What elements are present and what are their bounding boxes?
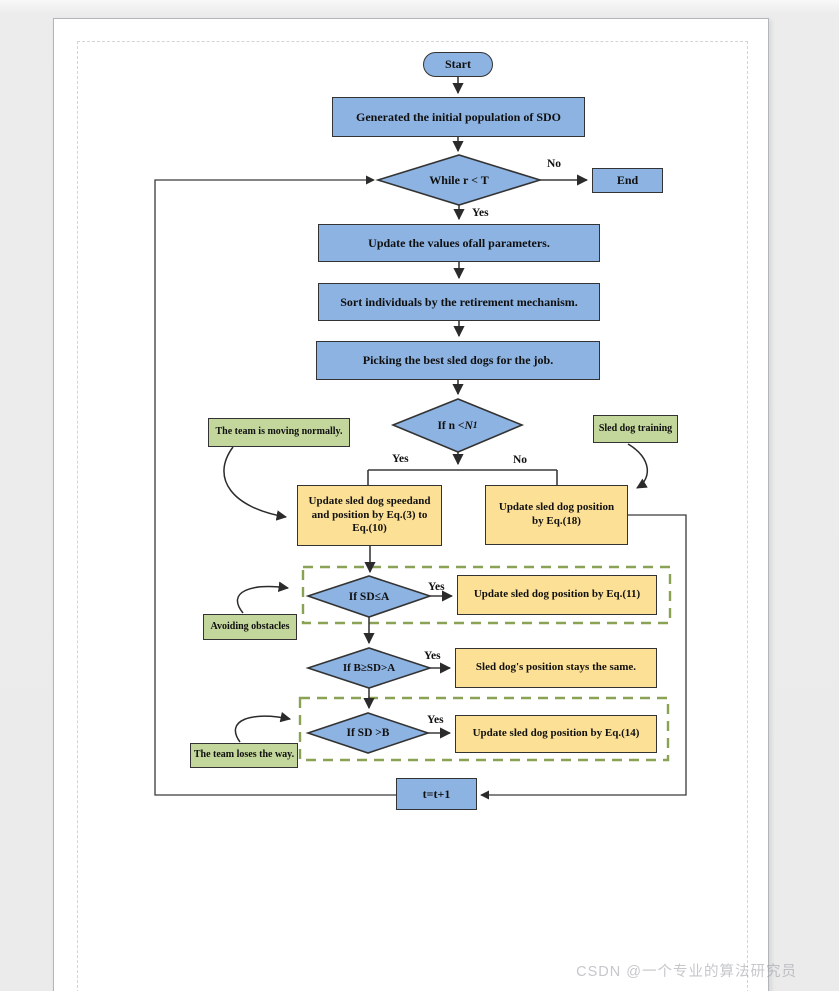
sort-individuals-node: Sort individuals by the retirement mecha… <box>318 283 600 321</box>
update-eq14-node: Update sled dog position by Eq.(14) <box>455 715 657 753</box>
ifn-subscript: 1 <box>472 420 478 431</box>
start-node: Start <box>423 52 493 77</box>
branch-yes-sda: Yes <box>428 581 445 593</box>
sda-diamond-shape <box>305 575 433 618</box>
while-diamond-shape <box>375 154 543 206</box>
increment-t-node: t=t+1 <box>396 778 477 810</box>
update-eq18-node: Update sled dog position by Eq.(18) <box>485 485 628 545</box>
sda-condition-label: If SD≤A <box>348 590 390 603</box>
csdn-watermark: CSDN @一个专业的算法研究员 <box>576 964 797 980</box>
branch-yes-sdba: Yes <box>424 650 441 662</box>
branch-no-ifn: No <box>513 454 528 466</box>
branch-yes-while: Yes <box>472 207 489 219</box>
dashed-group-avoiding <box>301 565 672 625</box>
note-avoiding-obstacles: Avoiding obstacles <box>203 614 297 640</box>
branch-yes-sdb: Yes <box>427 714 444 726</box>
note-arrow-avoiding <box>236 581 290 614</box>
update-parameters-node: Update the values ofall parameters. <box>318 224 600 262</box>
note-arrow-training <box>627 443 649 489</box>
ifn-diamond-shape <box>390 398 525 453</box>
drawing-boundary <box>77 41 748 991</box>
picking-dogs-node: Picking the best sled dogs for the job. <box>316 341 600 380</box>
sdba-diamond-shape <box>305 647 433 689</box>
dashed-group-loses <box>298 696 670 762</box>
note-arrow-loses <box>234 711 292 743</box>
sdb-diamond-shape <box>305 712 431 754</box>
ifn-variable: N <box>464 419 473 432</box>
branch-no-while: No <box>547 158 562 170</box>
end-node: End <box>592 168 663 193</box>
branch-yes-ifn: Yes <box>392 453 409 465</box>
update-eq11-node: Update sled dog position by Eq.(11) <box>457 575 657 615</box>
connector-t-while-loop <box>154 175 396 796</box>
connector-eq18-t <box>480 514 687 800</box>
ifn-text: If n < <box>437 419 465 432</box>
while-condition-label: While r < T <box>429 172 489 187</box>
note-team-loses: The team loses the way. <box>190 743 298 768</box>
update-speed-node: Update sled dog speedand and position by… <box>297 485 442 546</box>
note-arrow-moving <box>223 446 288 521</box>
note-sled-training: Sled dog training <box>593 415 678 443</box>
init-population-node: Generated the initial population of SDO <box>332 97 585 137</box>
stays-same-node: Sled dog's position stays the same. <box>455 648 657 688</box>
sdb-condition-label: If SD >B <box>346 727 390 739</box>
note-team-moving: The team is moving normally. <box>208 418 350 447</box>
sdba-condition-label: If B≥SD>A <box>342 662 396 674</box>
